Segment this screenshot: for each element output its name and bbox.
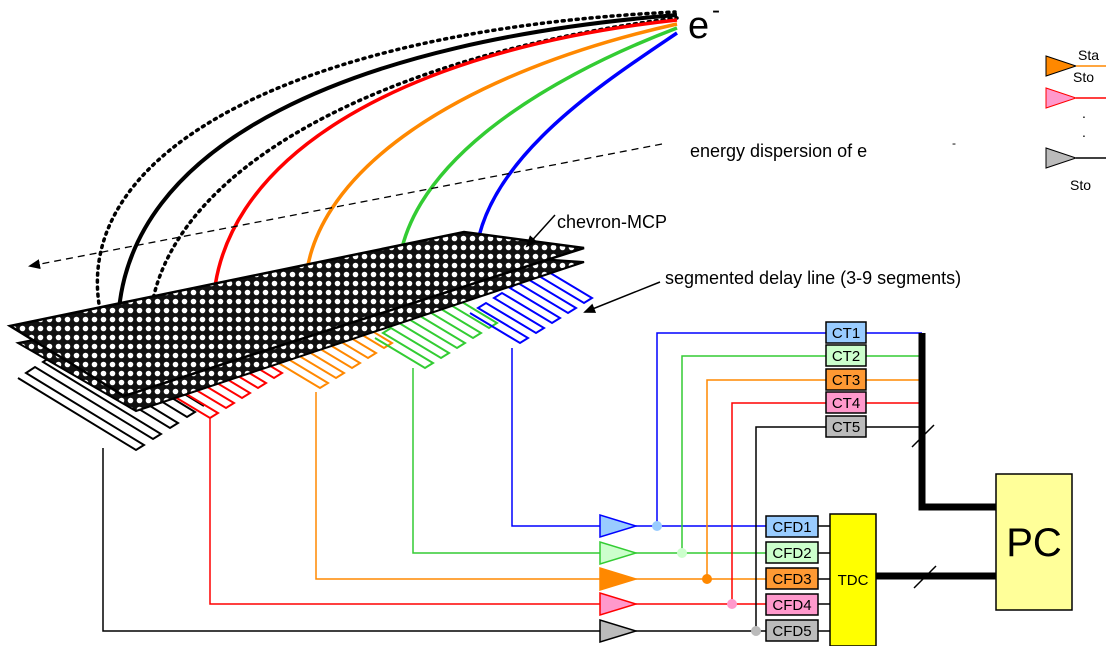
tap-line-2 <box>681 355 826 551</box>
tap-line-1 <box>656 332 826 524</box>
counter-box-1 <box>825 321 867 344</box>
pc-label: PC <box>1006 521 1062 565</box>
junction-dots <box>652 521 761 636</box>
amplifier-3 <box>599 566 639 592</box>
amplifier-2 <box>599 540 639 566</box>
counter-tap-lines <box>656 332 826 631</box>
counter-label-2: CT2 <box>832 348 860 365</box>
cfd-label-4: CFD4 <box>772 597 811 614</box>
trajectory-green <box>396 26 678 285</box>
counter-box-3 <box>825 368 867 391</box>
cfd-label-2: CFD2 <box>772 545 811 562</box>
delay-line-arrow <box>583 281 661 313</box>
cfd-label-5: CFD5 <box>772 623 811 640</box>
tap-line-5 <box>755 426 826 631</box>
legend-dot-2: . <box>1082 124 1086 140</box>
tdc-bus-slash <box>913 565 937 589</box>
signal-line-5 <box>102 448 600 632</box>
trajectory-red <box>211 18 678 319</box>
trajectory-dotted-inner <box>148 16 679 320</box>
trajectory-orange <box>303 22 678 301</box>
tdc-label: TDC <box>838 572 869 589</box>
amplifiers <box>599 513 639 644</box>
junction-dot-3 <box>702 574 712 584</box>
junction-dot-4 <box>727 599 737 609</box>
counter-bus <box>918 333 996 511</box>
legend-stop-triangle-pink <box>1045 87 1078 109</box>
electron-label: e <box>688 5 709 47</box>
counter-label-5: CT5 <box>832 419 860 436</box>
amplifier-4 <box>599 591 639 617</box>
trajectory-black <box>116 13 678 329</box>
legend-start-label: Sta <box>1078 47 1099 63</box>
counter-label-1: CT1 <box>832 325 860 342</box>
counter-box-4 <box>825 391 867 414</box>
counter-box-5 <box>825 415 867 438</box>
cfd-to-tdc-lines <box>818 525 830 632</box>
counter-box-2 <box>825 344 867 367</box>
counters: CT1 CT2 CT3 CT4 CT5 <box>825 321 867 438</box>
junction-dot-5 <box>751 626 761 636</box>
amplifier-1 <box>599 513 639 539</box>
tap-line-3 <box>706 379 826 577</box>
junction-dot-2 <box>677 548 687 558</box>
cfd-label-3: CFD3 <box>772 571 811 588</box>
delay-line-label: segmented delay line (3-9 segments) <box>665 268 961 288</box>
counter-label-3: CT3 <box>832 372 860 389</box>
counter-bus-slash <box>911 424 935 448</box>
trajectory-blue <box>473 31 678 269</box>
energy-dispersion-superscript: - <box>952 136 956 150</box>
counter-output-lines <box>866 332 922 428</box>
counter-label-4: CT4 <box>832 395 860 412</box>
mcp-plate-upper <box>6 230 585 398</box>
legend-stop-label-2: Sto <box>1070 177 1091 193</box>
trajectory-dotted-outer <box>95 10 677 312</box>
junction-dot-1 <box>652 521 662 531</box>
energy-dispersion-label: energy dispersion of e <box>690 141 867 161</box>
signal-line-1 <box>511 348 600 527</box>
legend-start-triangle <box>1045 55 1078 77</box>
signal-line-2 <box>412 368 600 554</box>
cfds: CFD1 CFD2 CFD3 CFD4 CFD5 <box>765 515 819 642</box>
signal-line-3 <box>315 392 600 580</box>
legend-stop-triangle-grey <box>1045 147 1078 169</box>
pc-box <box>995 473 1073 611</box>
tdc-box <box>829 513 877 646</box>
electron-trajectories <box>95 10 679 329</box>
signal-lines <box>102 348 600 632</box>
mcp-arrow <box>525 214 556 248</box>
electron-superscript: - <box>712 0 720 24</box>
legend-stop-label-1: Sto <box>1073 69 1094 85</box>
legend: Sta Sto . . Sto <box>1045 47 1106 193</box>
amp-to-cfd-lines <box>636 525 766 632</box>
legend-dot-1: . <box>1082 105 1086 121</box>
mcp-label: chevron-MCP <box>557 212 667 232</box>
signal-line-4 <box>209 418 600 605</box>
tap-line-4 <box>731 402 826 602</box>
amplifier-5 <box>599 618 639 644</box>
cfd-label-1: CFD1 <box>772 519 811 536</box>
